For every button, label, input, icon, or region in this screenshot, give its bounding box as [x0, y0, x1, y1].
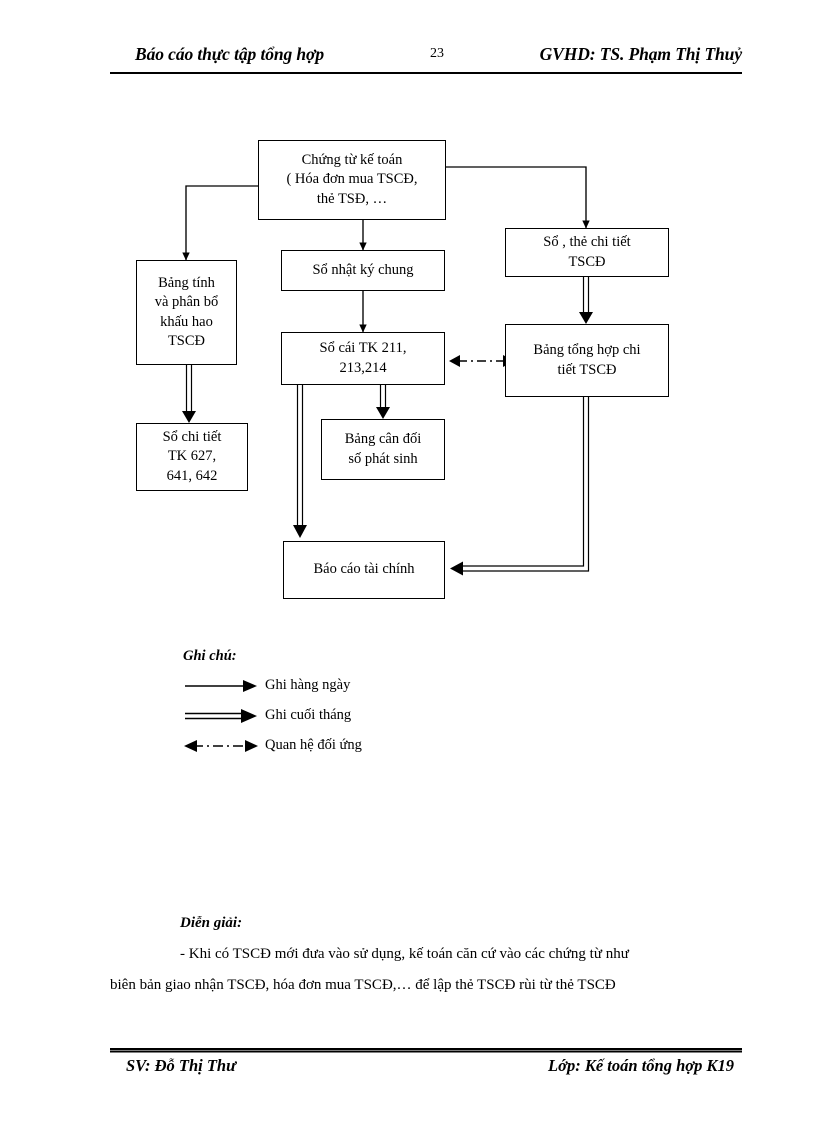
flowchart-connectors [182, 166, 593, 576]
arrowhead [182, 411, 196, 423]
double-arrow-icon [185, 709, 257, 723]
header-page-number: 23 [430, 46, 444, 61]
header-report-title: Báo cáo thực tập tổng hợp [135, 44, 324, 64]
explanation-line-1: - Khi có TSCĐ mới đưa vào sử dụng, kế to… [180, 946, 629, 962]
explanation-section: Diễn giải: - Khi có TSCĐ mới đưa vào sử … [110, 915, 750, 994]
node-bao-cao-tai-chinh[interactable]: Báo cáo tài chính [283, 541, 445, 599]
node-so-chi-tiet-tk-label: Sổ chi tiết TK 627, 641, 642 [162, 429, 222, 484]
node-bao-cao-tai-chinh-label: Báo cáo tài chính [313, 561, 415, 578]
legend-item-monthly: Ghi cuối tháng [183, 707, 513, 737]
header-divider [110, 72, 742, 74]
legend-item-monthly-label: Ghi cuối tháng [265, 707, 352, 723]
explanation-title: Diễn giải: [180, 915, 243, 931]
node-so-nhat-ky-chung-label: Sổ nhật ký chung [312, 261, 414, 278]
page-header: Báo cáo thực tập tổng hợp 23 GVHD: TS. P… [110, 44, 742, 74]
legend-title: Ghi chú: [183, 648, 237, 664]
node-so-cai-tk[interactable]: Sổ cái TK 211, 213,214 [281, 332, 445, 385]
explanation-line-2: biên bản giao nhận TSCĐ, hóa đơn mua TSC… [110, 977, 616, 993]
footer-class: Lớp: Kế toán tổng hợp K19 [548, 1056, 734, 1075]
node-bang-tinh-khau-hao-label: Bảng tính và phân bổ khấu hao TSCĐ [154, 275, 219, 349]
node-bang-can-doi-so-phat-sinh[interactable]: Bảng cân đối số phát sinh [321, 419, 445, 480]
node-chung-tu-ke-toan-label: Chứng từ kế toán ( Hóa đơn mua TSCĐ, thẻ… [286, 152, 418, 207]
node-so-the-chi-tiet-tscd[interactable]: Sổ , thẻ chi tiết TSCĐ [505, 228, 669, 277]
node-so-nhat-ky-chung[interactable]: Sổ nhật ký chung [281, 250, 445, 291]
legend: Ghi chú: Ghi hàng ngày Ghi cuối tháng Qu… [183, 648, 513, 767]
node-bang-tinh-khau-hao[interactable]: Bảng tính và phân bổ khấu hao TSCĐ [136, 260, 237, 365]
node-so-the-chi-tiet-tscd-label: Sổ , thẻ chi tiết TSCĐ [543, 234, 631, 270]
legend-item-correspondence-label: Quan hệ đối ứng [265, 737, 362, 753]
accounting-flowchart: Chứng từ kế toán ( Hóa đơn mua TSCĐ, thẻ… [136, 140, 669, 599]
footer-student-name: SV: Đỗ Thị Thư [126, 1056, 236, 1075]
arrowhead [376, 407, 390, 419]
single-arrow-icon [185, 680, 257, 692]
arrowhead [579, 312, 593, 324]
dash-dot-double-arrow-icon [184, 740, 258, 752]
arrowhead [449, 355, 460, 367]
arrowhead [293, 525, 307, 538]
node-chung-tu-ke-toan[interactable]: Chứng từ kế toán ( Hóa đơn mua TSCĐ, thẻ… [258, 140, 446, 220]
header-supervisor: GVHD: TS. Phạm Thị Thuỷ [539, 44, 742, 64]
legend-item-daily-label: Ghi hàng ngày [265, 677, 351, 693]
node-bang-tong-hop-chi-tiet-label: Bảng tổng hợp chi tiết TSCĐ [533, 342, 641, 378]
page-footer: SV: Đỗ Thị Thư Lớp: Kế toán tổng hợp K19 [110, 1056, 742, 1082]
node-so-cai-tk-label: Sổ cái TK 211, 213,214 [319, 340, 407, 376]
legend-item-correspondence: Quan hệ đối ứng [183, 737, 513, 767]
node-so-chi-tiet-tk[interactable]: Sổ chi tiết TK 627, 641, 642 [136, 423, 248, 491]
footer-divider [110, 1048, 742, 1050]
node-bang-tong-hop-chi-tiet[interactable]: Bảng tổng hợp chi tiết TSCĐ [505, 324, 669, 397]
legend-item-daily: Ghi hàng ngày [183, 677, 513, 707]
node-bang-can-doi-so-phat-sinh-label: Bảng cân đối số phát sinh [344, 431, 422, 467]
arrowhead [450, 561, 463, 576]
